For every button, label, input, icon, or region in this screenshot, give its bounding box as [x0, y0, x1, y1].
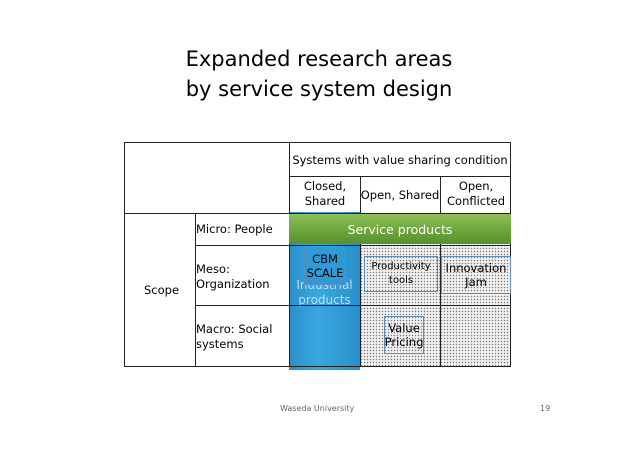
table-line: [125, 213, 511, 214]
service-products-bar: Service products: [289, 214, 511, 244]
scope-matrix-table: [124, 142, 511, 367]
page-number: 19: [540, 404, 551, 413]
row-group-scope: Scope: [144, 283, 180, 297]
header-value-sharing: Systems with value sharing condition: [292, 153, 508, 167]
service-products-label: Service products: [347, 221, 453, 237]
row-header-meso: Meso: Organization: [196, 262, 270, 291]
row-header-micro: Micro: People: [196, 222, 273, 236]
row-header-macro: Macro: Social systems: [196, 322, 273, 351]
title-line-2: by service system design: [185, 77, 453, 101]
table-line: [360, 176, 361, 367]
table-line: [195, 305, 511, 306]
footer-organization: Waseda University: [280, 404, 355, 413]
innovation-jam-box: Innovation Jam: [441, 256, 511, 294]
productivity-tools-box: Productivity tools: [364, 256, 438, 292]
slide-title: Expanded research areas by service syste…: [0, 44, 638, 104]
table-line: [195, 245, 511, 246]
table-line: [195, 213, 196, 367]
cbm-scale-box: CBM SCALE: [304, 247, 346, 285]
table-line: [440, 176, 441, 367]
title-line-1: Expanded research areas: [185, 47, 453, 71]
column-header-open-conflicted: Open, Conflicted: [447, 179, 505, 208]
column-header-open-shared: Open, Shared: [360, 188, 440, 202]
column-header-closed-shared: Closed, Shared: [303, 179, 347, 208]
value-pricing-box: Value Pricing: [384, 316, 424, 354]
table-line: [289, 176, 511, 177]
table-line: [289, 143, 290, 367]
